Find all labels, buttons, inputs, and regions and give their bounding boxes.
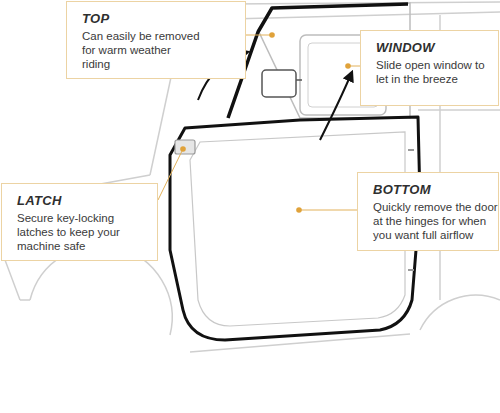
vehicle-outline xyxy=(5,2,500,352)
callout-text: Can easily be removed for warm weather r… xyxy=(82,29,202,71)
callout-box: BOTTOM Quickly remove the door at the hin… xyxy=(357,172,499,251)
callout-text: Quickly remove the door at the hinges fo… xyxy=(373,200,500,242)
callout-box: TOP Can easily be removed for warm weathe… xyxy=(66,1,246,79)
callout-heading: WINDOW xyxy=(376,40,486,55)
callout-heading: BOTTOM xyxy=(373,182,486,197)
callout-text: Secure key-locking latches to keep your … xyxy=(17,211,142,253)
callout-box: WINDOW Slide open window to let in the br… xyxy=(360,30,499,106)
callout-heading: TOP xyxy=(82,11,233,26)
callout-text: Slide open window to let in the breeze xyxy=(376,58,494,86)
callout-box: LATCH Secure key-locking latches to keep … xyxy=(1,183,158,261)
callout-heading: LATCH xyxy=(17,193,145,208)
